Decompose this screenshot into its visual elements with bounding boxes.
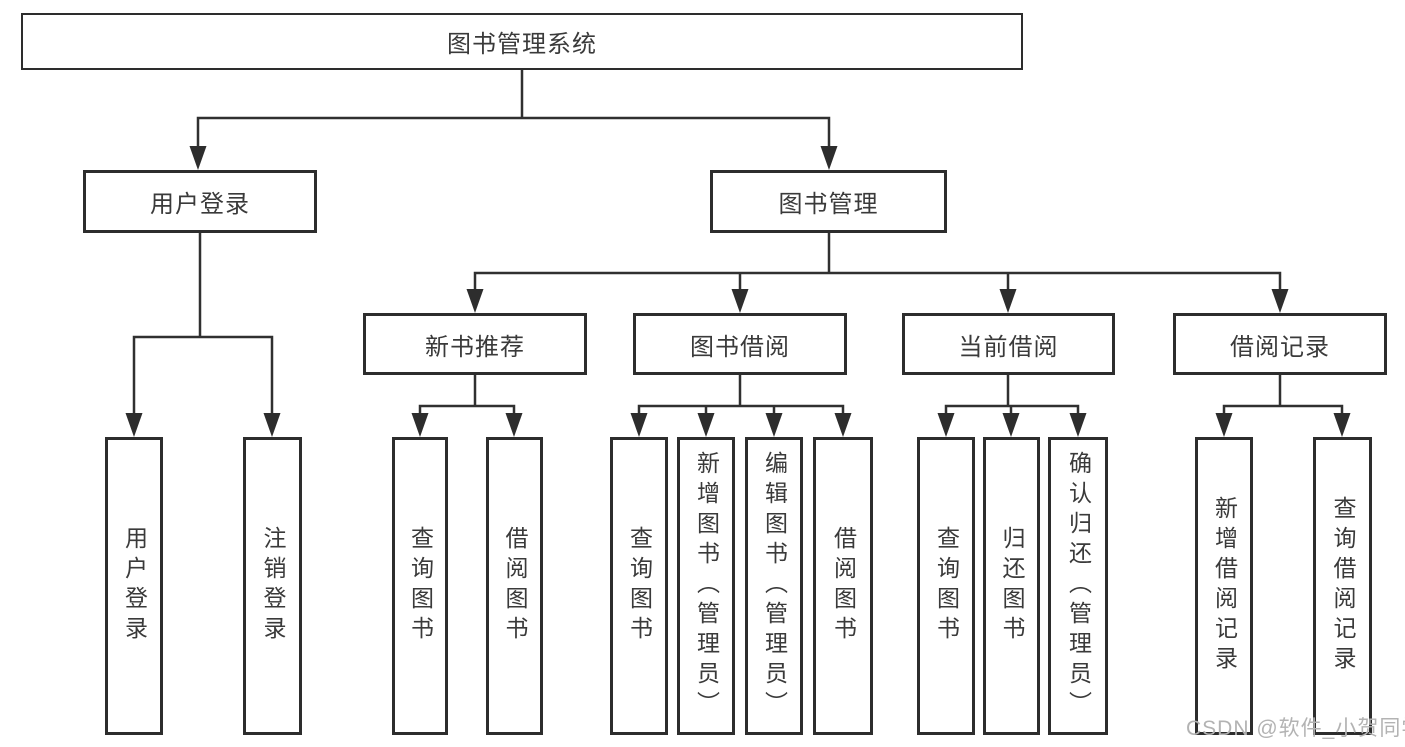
leaf-query-books: 查询图书 <box>610 437 668 735</box>
leaf-query-books-rec: 查询图书 <box>392 437 448 735</box>
node-book-management-label: 图书管理 <box>778 191 879 218</box>
leaf-logout-label: 注销登录 <box>260 526 286 646</box>
node-new-book-recommend: 新书推荐 <box>363 313 587 375</box>
leaf-borrow-books-rec-label: 借阅图书 <box>502 526 528 646</box>
leaf-user-login-label: 用户登录 <box>121 526 148 646</box>
leaf-add-borrow-record-label: 新增借阅记录 <box>1211 496 1238 676</box>
leaf-add-books-admin-label: 新增图书（管理员） <box>693 451 720 721</box>
leaf-edit-books-admin-label: 编辑图书（管理员） <box>761 451 788 721</box>
leaf-query-books-label: 查询图书 <box>626 526 653 646</box>
node-user-login: 用户登录 <box>83 170 317 233</box>
node-borrow-records: 借阅记录 <box>1173 313 1387 375</box>
leaf-add-books-admin: 新增图书（管理员） <box>677 437 735 735</box>
leaf-return-books-label: 归还图书 <box>999 526 1025 646</box>
leaf-confirm-return-admin-label: 确认归还（管理员） <box>1065 451 1092 721</box>
leaf-query-books-current: 查询图书 <box>917 437 975 735</box>
node-root: 图书管理系统 <box>21 13 1023 70</box>
csdn-watermark: CSDN @软件_小贺同学 <box>1186 717 1405 740</box>
leaf-logout: 注销登录 <box>243 437 302 735</box>
leaf-query-books-current-label: 查询图书 <box>933 526 960 646</box>
leaf-borrow-books-label: 借阅图书 <box>830 526 857 646</box>
node-book-borrowing: 图书借阅 <box>633 313 847 375</box>
node-user-login-label: 用户登录 <box>150 191 250 218</box>
leaf-borrow-books: 借阅图书 <box>813 437 873 735</box>
leaf-query-borrow-record: 查询借阅记录 <box>1313 437 1372 735</box>
leaf-confirm-return-admin: 确认归还（管理员） <box>1048 437 1108 735</box>
node-current-borrowing: 当前借阅 <box>902 313 1115 375</box>
leaf-edit-books-admin: 编辑图书（管理员） <box>745 437 803 735</box>
node-new-book-recommend-label: 新书推荐 <box>425 333 525 361</box>
node-book-management: 图书管理 <box>710 170 947 233</box>
leaf-return-books: 归还图书 <box>983 437 1040 735</box>
node-book-borrowing-label: 图书借阅 <box>690 333 790 361</box>
node-current-borrowing-label: 当前借阅 <box>958 333 1059 361</box>
leaf-add-borrow-record: 新增借阅记录 <box>1195 437 1253 735</box>
leaf-borrow-books-rec: 借阅图书 <box>486 437 543 735</box>
node-root-label: 图书管理系统 <box>447 31 597 58</box>
arrowheads <box>125 146 1351 437</box>
leaf-query-books-rec-label: 查询图书 <box>407 526 434 646</box>
node-borrow-records-label: 借阅记录 <box>1230 333 1330 361</box>
leaf-user-login: 用户登录 <box>105 437 163 735</box>
leaf-query-borrow-record-label: 查询借阅记录 <box>1330 496 1356 676</box>
